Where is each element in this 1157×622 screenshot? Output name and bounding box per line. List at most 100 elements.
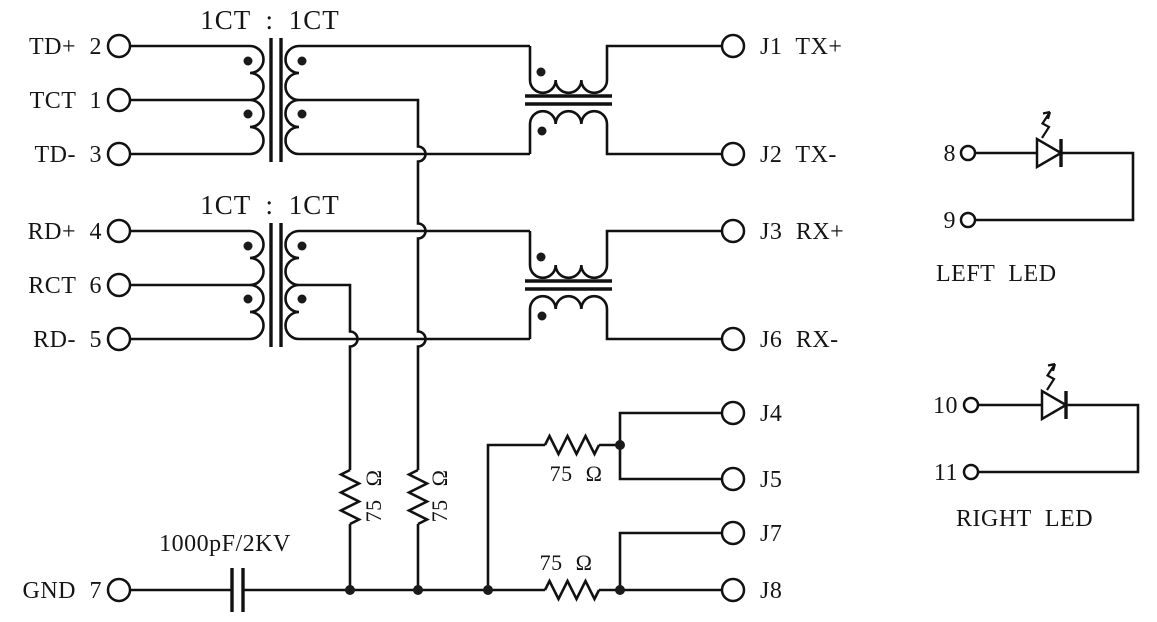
j7-branch bbox=[618, 531, 722, 590]
tx-phase-dot bbox=[297, 56, 307, 66]
jack-pins: J1 TX+ J2 TX- J3 RX+ J6 RX- J4 J5 J7 J8 bbox=[720, 33, 844, 604]
jack-j6 bbox=[720, 326, 746, 352]
pin-label-gnd: GND 7 bbox=[23, 578, 103, 604]
rx-phase-dot bbox=[297, 294, 307, 304]
resistor-j4-j5 bbox=[543, 433, 601, 457]
jack-j4 bbox=[720, 400, 746, 426]
jack-label-j7: J7 bbox=[760, 521, 782, 547]
left-pins: TD+ 2 TCT 1 TD- 3 RD+ 4 RCT 6 RD- 5 GND … bbox=[23, 33, 132, 604]
rx-phase-dot bbox=[243, 294, 253, 304]
j4j5-riser bbox=[486, 443, 545, 590]
led-right-diode-icon bbox=[1040, 388, 1069, 422]
transformer-rx: 1CT : 1CT bbox=[130, 190, 340, 347]
jack-label-j8: J8 bbox=[760, 578, 782, 604]
jack-j5 bbox=[720, 466, 746, 492]
jack-label-j5: J5 bbox=[760, 467, 782, 493]
tx-core bbox=[269, 38, 283, 162]
resistor-tx-ct bbox=[406, 468, 430, 526]
jack-label-j6: J6 RX- bbox=[760, 327, 839, 353]
resistor-j7-j8-label: 75 Ω bbox=[540, 550, 593, 575]
led-right-pin11 bbox=[962, 463, 980, 481]
resistor-tx-ct-label: 75 Ω bbox=[427, 470, 452, 523]
pin-tct bbox=[106, 87, 132, 113]
led-left-diode-icon bbox=[1035, 136, 1064, 170]
pin-label-td-plus: TD+ 2 bbox=[29, 34, 102, 60]
jack-label-j3: J3 RX+ bbox=[760, 219, 844, 245]
choke-tx-top-winding bbox=[528, 44, 722, 95]
pin-gnd bbox=[106, 577, 132, 603]
choke-tx-bottom-winding bbox=[528, 109, 722, 156]
tx-centertap-vertical bbox=[299, 98, 427, 590]
jack-j3 bbox=[720, 218, 746, 244]
tx-primary-winding bbox=[249, 44, 265, 156]
choke-rx-core bbox=[525, 279, 612, 291]
led-left-return-wire bbox=[975, 151, 1135, 222]
junction-dot bbox=[413, 585, 423, 595]
rx-centertap-vertical bbox=[299, 283, 359, 590]
pin-label-rd-minus: RD- 5 bbox=[33, 327, 102, 353]
capacitor-value-label: 1000pF/2KV bbox=[159, 531, 291, 557]
pin-rct bbox=[106, 272, 132, 298]
junction-dot bbox=[615, 585, 625, 595]
choke-rx-phase-dot bbox=[537, 311, 547, 321]
led-left-pin8 bbox=[959, 144, 977, 162]
jack-label-j4: J4 bbox=[760, 401, 782, 427]
choke-rx-top-winding bbox=[528, 229, 722, 280]
choke-tx-core bbox=[525, 94, 612, 106]
junction-dot bbox=[345, 585, 355, 595]
rx-phase-dot bbox=[297, 241, 307, 251]
junction-dot bbox=[483, 585, 493, 595]
led-left: 8 9 LEFT LED bbox=[936, 110, 1135, 287]
choke-tx bbox=[525, 44, 722, 156]
pin-label-td-minus: TD- 3 bbox=[35, 142, 102, 168]
rx-primary-winding bbox=[249, 229, 265, 341]
resistor-rx-ct bbox=[338, 468, 362, 526]
led-right-pin10 bbox=[962, 396, 980, 414]
tx-primary-taps bbox=[130, 44, 250, 156]
led-left-caption: LEFT LED bbox=[936, 261, 1057, 287]
pin-rd-minus bbox=[106, 326, 132, 352]
rx-primary-taps bbox=[130, 229, 250, 341]
choke-rx-phase-dot bbox=[536, 252, 546, 262]
led-left-pin8-label: 8 bbox=[944, 141, 957, 167]
pin-rd-plus bbox=[106, 218, 132, 244]
led-right: 10 11 RIGHT LED bbox=[933, 362, 1140, 532]
choke-rx-bottom-winding bbox=[528, 294, 722, 341]
pin-label-tct: TCT 1 bbox=[30, 88, 102, 114]
rx-secondary-winding bbox=[284, 229, 300, 341]
pin-label-rct: RCT 6 bbox=[28, 273, 102, 299]
pin-td-plus bbox=[106, 33, 132, 59]
led-right-pin11-label: 11 bbox=[934, 460, 958, 486]
transformer-rx-ratio-label: 1CT : 1CT bbox=[200, 190, 340, 220]
pin-label-rd-plus: RD+ 4 bbox=[28, 219, 102, 245]
resistor-j7-j8 bbox=[543, 578, 601, 602]
resistor-rx-ct-label: 75 Ω bbox=[361, 470, 386, 523]
pin-td-minus bbox=[106, 141, 132, 167]
led-left-pin9-label: 9 bbox=[944, 208, 957, 234]
led-right-bolt-icon bbox=[1045, 362, 1057, 391]
choke-tx-phase-dot bbox=[536, 67, 546, 77]
choke-rx bbox=[525, 229, 722, 341]
led-left-pin9 bbox=[959, 211, 977, 229]
choke-tx-phase-dot bbox=[537, 126, 547, 136]
tx-secondary-winding bbox=[284, 44, 300, 156]
resistor-j4-j5-label: 75 Ω bbox=[550, 461, 603, 486]
tx-phase-dot bbox=[243, 56, 253, 66]
tx-phase-dot bbox=[297, 109, 307, 119]
rx-core bbox=[269, 223, 283, 347]
led-right-caption: RIGHT LED bbox=[956, 506, 1093, 532]
jack-label-j1: J1 TX+ bbox=[760, 34, 842, 60]
jack-label-j2: J2 TX- bbox=[760, 142, 837, 168]
transformer-tx-ratio-label: 1CT : 1CT bbox=[200, 5, 340, 35]
jack-j2 bbox=[720, 141, 746, 167]
interconnect-wires bbox=[299, 44, 530, 590]
termination-network: 75 Ω 75 Ω 75 Ω 75 Ω bbox=[338, 411, 722, 602]
tx-phase-dot bbox=[243, 109, 253, 119]
jack-j8 bbox=[720, 577, 746, 603]
jack-j1 bbox=[720, 33, 746, 59]
jack-j7 bbox=[720, 520, 746, 546]
junction-dot bbox=[615, 440, 625, 450]
led-left-bolt-icon bbox=[1040, 110, 1052, 139]
